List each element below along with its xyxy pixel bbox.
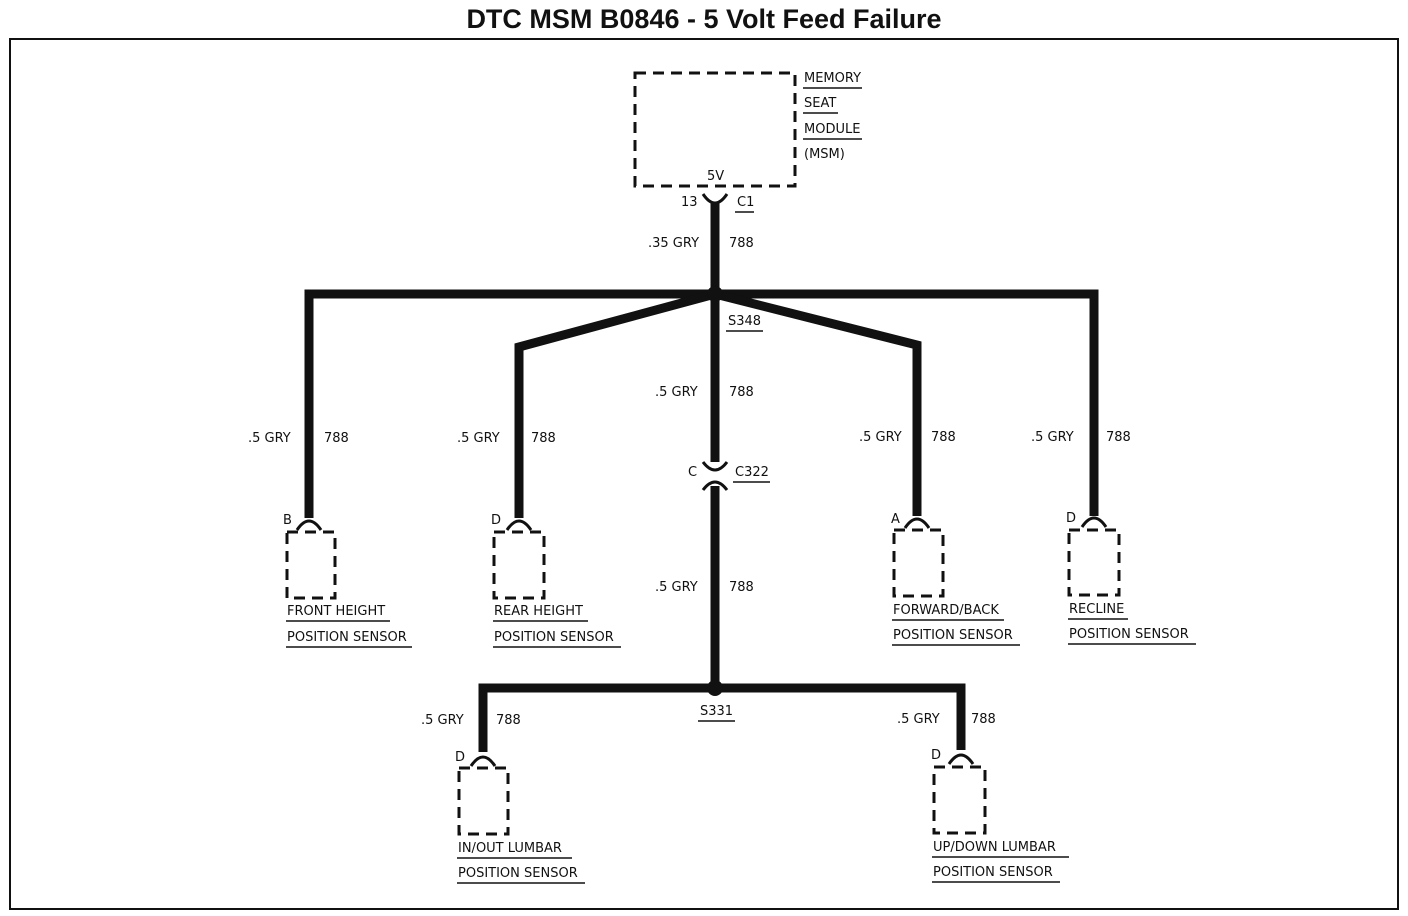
wire-size-color: .5 GRY	[1031, 430, 1074, 445]
splice-s348-label: S348	[728, 314, 761, 329]
c322-connector-lower	[701, 480, 729, 491]
sensor-label-line-2: POSITION SENSOR	[494, 630, 614, 645]
connector-pin: B	[283, 513, 292, 528]
module-label-line-3: MODULE	[804, 122, 860, 137]
sensor-box	[932, 765, 987, 835]
wire-size-color: .5 GRY	[248, 431, 291, 446]
splice-s331-dot	[707, 680, 723, 696]
c322-connector-upper	[701, 461, 729, 472]
module-pin-number: 13	[681, 195, 698, 210]
wire-circuit: 788	[931, 430, 956, 445]
sensor-box	[1067, 528, 1121, 597]
sensor-label-line-2: POSITION SENSOR	[287, 630, 407, 645]
wire-circuit: 788	[971, 712, 996, 727]
sensor-label-line-1: REAR HEIGHT	[494, 604, 583, 619]
sensor-box	[492, 530, 546, 600]
sensor-front-height: .5 GRY 788 B FRONT HEIGHT POSITION SENSO…	[248, 431, 412, 648]
connector-symbol	[469, 755, 497, 767]
trunk-wire-size-color: .35 GRY	[648, 236, 699, 251]
connector-symbol	[295, 519, 323, 531]
diagram-frame	[9, 38, 1399, 910]
branch-wire-forward-back	[713, 289, 922, 516]
connector-pin: D	[455, 750, 465, 765]
splice-s331-label: S331	[700, 704, 733, 719]
sensor-label-line-1: FORWARD/BACK	[893, 603, 999, 618]
wire-size-color: .5 GRY	[897, 712, 940, 727]
wire-size-color: .5 GRY	[859, 430, 902, 445]
module-label-line-1: MEMORY	[804, 71, 861, 86]
sensor-label-line-2: POSITION SENSOR	[933, 865, 1053, 880]
sensor-up-down-lumbar: .5 GRY 788 D UP/DOWN LUMBAR POSITION SEN…	[897, 712, 1069, 883]
memory-seat-module-box	[633, 71, 797, 188]
connector-pin: D	[1066, 511, 1076, 526]
sensor-box	[457, 766, 510, 836]
sensor-recline: .5 GRY 788 D RECLINE POSITION SENSOR	[1031, 430, 1196, 645]
lower-wire-size-color: .5 GRY	[655, 580, 698, 595]
connector-symbol	[903, 517, 931, 529]
module-connector-symbol	[701, 193, 729, 205]
wire-circuit: 788	[531, 431, 556, 446]
connector-pin: A	[891, 512, 900, 527]
connector-pin: D	[931, 748, 941, 763]
sensor-label-line-2: POSITION SENSOR	[1069, 627, 1189, 642]
module-label: MEMORY SEAT MODULE (MSM)	[803, 71, 862, 162]
wire-circuit: 788	[496, 713, 521, 728]
sensor-box	[892, 528, 945, 598]
sensor-label-line-1: RECLINE	[1069, 602, 1124, 617]
branch-wire-front-height	[304, 289, 715, 518]
middle-wire-size-color: .5 GRY	[655, 385, 698, 400]
branch-wire-rear-height	[514, 289, 717, 518]
diagram-title: DTC MSM B0846 - 5 Volt Feed Failure	[466, 4, 942, 34]
wire-size-color: .5 GRY	[421, 713, 464, 728]
sensor-label-line-1: FRONT HEIGHT	[287, 604, 385, 619]
module-connector-id: C1	[737, 195, 754, 210]
lower-wire-circuit: 788	[729, 580, 754, 595]
module-label-line-4: (MSM)	[804, 147, 845, 162]
module-label-line-2: SEAT	[804, 96, 836, 111]
connector-symbol	[1080, 516, 1108, 528]
sensor-rear-height: .5 GRY 788 D REAR HEIGHT POSITION SENSOR	[457, 431, 621, 648]
c322-label: C322	[735, 465, 769, 480]
module-pin-voltage: 5V	[707, 169, 724, 184]
branch-wire-in-out-lumbar	[478, 683, 715, 752]
connector-pin: D	[491, 513, 501, 528]
sensor-box	[285, 530, 337, 600]
wire-circuit: 788	[1106, 430, 1131, 445]
connector-symbol	[505, 519, 533, 531]
sensor-forward-back: .5 GRY 788 A FORWARD/BACK POSITION SENSO…	[859, 430, 1020, 646]
wire-circuit: 788	[324, 431, 349, 446]
wire-size-color: .5 GRY	[457, 431, 500, 446]
sensor-label-line-1: IN/OUT LUMBAR	[458, 841, 562, 856]
branch-wire-recline	[715, 289, 1099, 516]
c322-pin: C	[688, 465, 697, 480]
sensor-label-line-2: POSITION SENSOR	[458, 866, 578, 881]
trunk-wire-circuit: 788	[729, 236, 754, 251]
sensor-label-line-2: POSITION SENSOR	[893, 628, 1013, 643]
branch-wire-up-down-lumbar	[715, 683, 966, 750]
sensor-label-line-1: UP/DOWN LUMBAR	[933, 840, 1056, 855]
middle-wire-circuit: 788	[729, 385, 754, 400]
connector-symbol	[947, 753, 975, 765]
sensor-in-out-lumbar: .5 GRY 788 D IN/OUT LUMBAR POSITION SENS…	[421, 713, 585, 884]
